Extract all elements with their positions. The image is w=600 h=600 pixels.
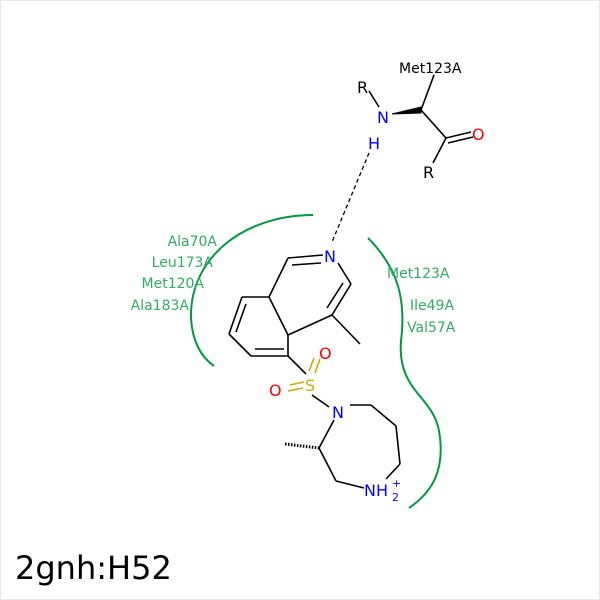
residue-right-1: Met123A: [387, 266, 450, 282]
ammonium-charge: +: [392, 477, 401, 490]
diazepane-ring: [284, 394, 401, 489]
backbone-nitrogen: N: [377, 108, 389, 127]
residue-backbone-label: Met123A: [399, 61, 462, 77]
r-group-2: R: [423, 163, 434, 182]
diazepane-nitrogen: N: [332, 403, 344, 422]
r-group-1: R: [357, 78, 368, 97]
residue-left-3: Met120A: [142, 276, 205, 292]
ammonium-nh2: NH: [364, 481, 388, 500]
backbone-hydrogen: H: [368, 134, 380, 153]
hydrogen-bond: [331, 152, 370, 243]
sulfur-atom: S: [305, 376, 315, 395]
residue-labels: Met123A Ala70A Leu173A Met120A Ala183A M…: [131, 61, 462, 336]
residue-right-3: Val57A: [407, 320, 456, 336]
backbone-fragment: [368, 74, 474, 164]
sulfonyl-oxygen-2: O: [269, 381, 282, 400]
hydrophobic-arc-right: [367, 237, 442, 509]
residue-left-4: Ala183A: [131, 298, 190, 314]
ammonium-subscript: 2: [392, 491, 399, 504]
ring-nitrogen: N: [324, 247, 336, 266]
sulfonyl-bonds: [287, 357, 321, 392]
isoquinoline-ring: [228, 254, 361, 375]
hydrophobic-arc-left: [189, 214, 314, 367]
residue-left-1: Ala70A: [168, 234, 218, 250]
residue-right-2: Ile49A: [410, 298, 454, 314]
sulfonyl-oxygen-1: O: [319, 344, 332, 363]
diagram-caption: 2gnh:H52: [15, 549, 172, 587]
atom-labels: R N H O R N S O O N NH 2 +: [269, 78, 485, 504]
residue-left-2: Leu173A: [152, 255, 214, 271]
carbonyl-oxygen: O: [472, 125, 485, 144]
hydrophobic-arcs: [189, 214, 442, 509]
